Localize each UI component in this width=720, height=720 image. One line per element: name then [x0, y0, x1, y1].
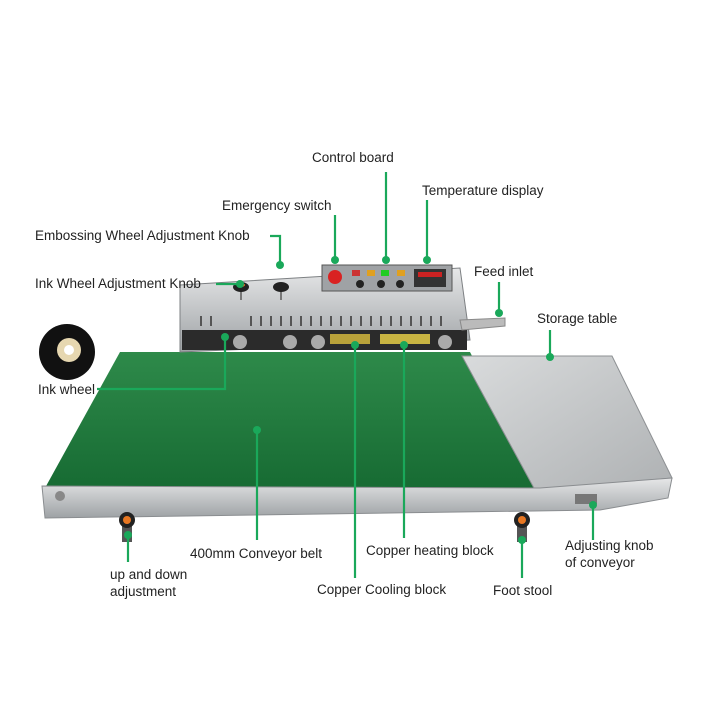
emergency-stop-button: [328, 270, 342, 284]
label-temperature-display: Temperature display: [422, 183, 544, 198]
label-up-down-2: adjustment: [110, 584, 177, 599]
label-up-down-1: up and down: [110, 567, 188, 582]
label-ink-wheel-knob: Ink Wheel Adjustment Knob: [35, 276, 201, 291]
copper-heating-block: [380, 334, 430, 344]
label-control-board: Control board: [312, 150, 394, 165]
label-foot-stool: Foot stool: [493, 583, 553, 598]
conveyor-belt: [45, 352, 540, 488]
label-emergency-switch: Emergency switch: [222, 198, 332, 213]
temperature-display: [414, 269, 446, 287]
foot-right: [514, 512, 530, 542]
foot-left: [119, 512, 135, 542]
conveyor-adjust-knob: [575, 494, 597, 504]
label-adjusting-knob-2: of conveyor: [565, 555, 635, 570]
label-ink-wheel: Ink wheel: [38, 382, 96, 397]
label-copper-heating: Copper heating block: [366, 543, 494, 558]
label-embossing-knob: Embossing Wheel Adjustment Knob: [35, 228, 250, 243]
conveyor-frame: [41, 477, 673, 519]
label-copper-cooling: Copper Cooling block: [317, 582, 447, 597]
label-conveyor-belt: 400mm Conveyor belt: [190, 546, 323, 561]
label-adjusting-knob-1: Adjusting knob: [565, 538, 654, 553]
label-storage-table: Storage table: [537, 311, 618, 326]
embossing-knob: [273, 282, 289, 300]
feed-inlet: [459, 317, 506, 331]
leader-dots: [124, 256, 597, 544]
copper-cooling-block: [330, 334, 370, 344]
ink-wheel-picture: [39, 324, 95, 380]
label-feed-inlet: Feed inlet: [474, 264, 534, 279]
leader-lines: [97, 172, 595, 578]
